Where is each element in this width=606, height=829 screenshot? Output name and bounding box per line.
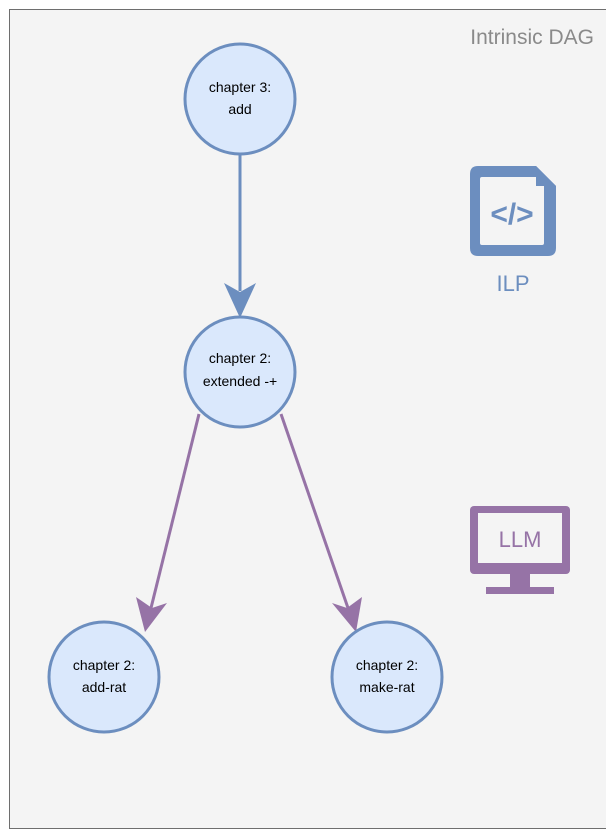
ilp-label: ILP: [496, 271, 529, 296]
diagram-title: Intrinsic DAG: [470, 26, 594, 49]
node-chapter-2-extended[interactable]: chapter 2: extended -+: [183, 315, 297, 429]
edge-extended-to-add-rat: [136, 413, 201, 632]
node-label-line1: chapter 2:: [73, 657, 135, 673]
node-chapter-2-make-rat[interactable]: chapter 2: make-rat: [330, 620, 444, 734]
node-label-line2: extended -+: [203, 373, 277, 389]
code-glyph: </>: [490, 198, 533, 231]
monitor-icon: LLM: [470, 506, 570, 594]
node-label-line1: chapter 3:: [209, 79, 271, 95]
llm-legend: LLM: [470, 506, 570, 594]
edge-add-to-extended: [224, 153, 256, 318]
node-label-line2: make-rat: [359, 679, 414, 695]
node-chapter-2-add-rat[interactable]: chapter 2: add-rat: [47, 620, 161, 734]
node-label-line1: chapter 2:: [209, 350, 271, 366]
node-label-line1: chapter 2:: [356, 657, 418, 673]
code-file-icon: </>: [470, 166, 556, 256]
edge-arrowhead: [136, 597, 167, 632]
edge-arrowhead: [332, 597, 362, 632]
edge-extended-to-make-rat: [279, 413, 362, 632]
llm-screen-text: LLM: [499, 527, 542, 552]
node-label-line2: add: [228, 101, 251, 117]
ilp-legend: </> ILP: [470, 166, 556, 296]
node-chapter-3-add[interactable]: chapter 3: add: [183, 42, 297, 156]
edge-arrowhead: [224, 283, 256, 318]
node-label-line2: add-rat: [82, 679, 126, 695]
